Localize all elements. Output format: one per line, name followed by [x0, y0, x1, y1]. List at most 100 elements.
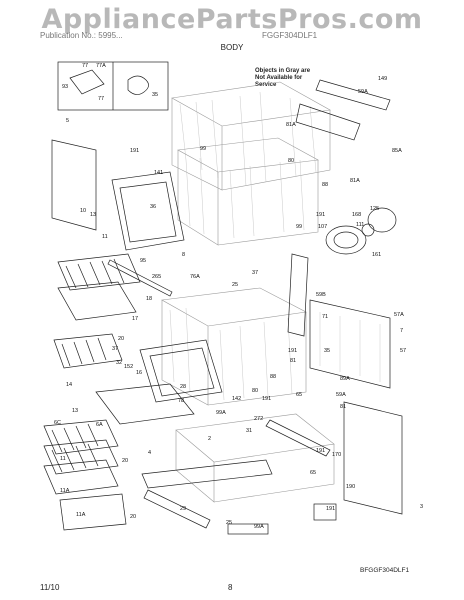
- part-callout: 5: [66, 118, 69, 124]
- part-callout: 10: [80, 208, 86, 214]
- part-callout: 191: [288, 348, 297, 354]
- part-callout: 190: [346, 484, 355, 490]
- part-callout: 71: [322, 314, 328, 320]
- part-callout: 77: [98, 96, 104, 102]
- part-callout: 93: [62, 84, 68, 90]
- part-callout: 13: [72, 408, 78, 414]
- upper-door-frame: [111, 171, 185, 251]
- rack-guides: [59, 493, 127, 531]
- part-callout: 125: [370, 206, 379, 212]
- part-callout: 81A: [350, 178, 360, 184]
- kick-panel: [143, 489, 211, 529]
- part-callout: 25: [232, 282, 238, 288]
- footer-date: 11/10: [40, 583, 60, 592]
- part-callout: 31: [246, 428, 252, 434]
- part-callout: 59A: [358, 89, 368, 95]
- part-callout: 35: [152, 92, 158, 98]
- part-callout: 65: [310, 470, 316, 476]
- part-callout: 152: [124, 364, 133, 370]
- bracket-99a: [313, 503, 337, 521]
- lower-cavity: [161, 287, 307, 406]
- part-callout: 7: [400, 328, 403, 334]
- part-callout: 28: [180, 384, 186, 390]
- part-callout: 80: [288, 158, 294, 164]
- part-callout: 99: [200, 146, 206, 152]
- gas-manifold: [265, 419, 331, 457]
- part-callout: 77: [82, 63, 88, 69]
- watermark: AppliancePartsPros.com: [41, 4, 423, 35]
- part-callout: 77A: [96, 63, 106, 69]
- warmer-drawer: [175, 413, 335, 503]
- door-trim-265: [107, 259, 173, 297]
- middle-rack: [53, 333, 123, 369]
- part-callout: 59B: [316, 292, 326, 298]
- oven-bottom-panel: [95, 383, 195, 425]
- upper-cavity: [171, 81, 331, 191]
- part-callout: 85A: [392, 148, 402, 154]
- upper-door-window: [119, 181, 177, 243]
- part-callout: 65: [296, 392, 302, 398]
- part-callout: 78: [178, 398, 184, 404]
- part-callout: 2: [208, 436, 211, 442]
- part-callout: 57A: [394, 312, 404, 318]
- part-callout: 142: [232, 396, 241, 402]
- side-panel-3: [343, 401, 403, 515]
- upper-liner: [177, 137, 319, 246]
- part-callout: 272: [254, 416, 263, 422]
- part-callout: 14: [66, 382, 72, 388]
- part-callout: 80: [252, 388, 258, 394]
- part-callout: 191: [130, 148, 139, 154]
- part-callout: 6C: [54, 420, 61, 426]
- part-callout: 36: [150, 204, 156, 210]
- part-callout: 107: [318, 224, 327, 230]
- part-callout: 11: [60, 456, 66, 462]
- part-callout: 88: [270, 374, 276, 380]
- part-callout: 37: [252, 270, 258, 276]
- part-callout: 20: [118, 336, 124, 342]
- part-callout: 6A: [96, 422, 103, 428]
- part-callout: 17: [132, 316, 138, 322]
- part-callout: 191: [326, 506, 335, 512]
- part-callout: 20: [122, 458, 128, 464]
- side-panel-5: [51, 139, 97, 231]
- part-callout: 99A: [254, 524, 264, 530]
- part-callout: 95: [140, 258, 146, 264]
- part-callout: 4: [148, 450, 151, 456]
- part-callout: 191: [316, 448, 325, 454]
- part-callout: 99A: [216, 410, 226, 416]
- part-callout: 89A: [340, 376, 350, 382]
- part-callout: 76A: [190, 274, 200, 280]
- part-callout: 3: [420, 504, 423, 510]
- rear-trim-149: [315, 79, 391, 111]
- part-callout: 111: [356, 222, 364, 228]
- hinge-bracket: [69, 69, 105, 95]
- part-callout: 13: [90, 212, 96, 218]
- section-title: BODY: [220, 43, 244, 52]
- part-callout: 168: [352, 212, 361, 218]
- lower-racks: [43, 419, 119, 495]
- part-callout: 20: [130, 514, 136, 520]
- part-callout: 8: [182, 252, 185, 258]
- lower-door-window: [149, 347, 215, 397]
- part-callout: 11A: [60, 488, 70, 494]
- lower-door-frame: [139, 339, 223, 403]
- gray-objects-note: Objects in Gray are Not Available for Se…: [255, 68, 311, 88]
- part-callout: 88: [322, 182, 328, 188]
- part-callout: 37: [112, 346, 118, 352]
- part-callout: 99: [296, 224, 302, 230]
- part-callout: 11A: [76, 512, 86, 518]
- part-callout: 191: [316, 212, 325, 218]
- part-callout: 16: [136, 370, 142, 376]
- part-callout: 170: [332, 452, 341, 458]
- part-callout: 35: [324, 348, 330, 354]
- part-callout: 161: [372, 252, 381, 258]
- model-header: FGGF304DLF1: [262, 31, 318, 40]
- part-callout: 59A: [336, 392, 346, 398]
- part-callout: 57: [400, 348, 406, 354]
- page-number: 8: [228, 583, 233, 592]
- part-callout: 11: [102, 234, 108, 240]
- broil-pan: [57, 281, 137, 321]
- publication-header: Publication No.: 5995...: [40, 31, 123, 40]
